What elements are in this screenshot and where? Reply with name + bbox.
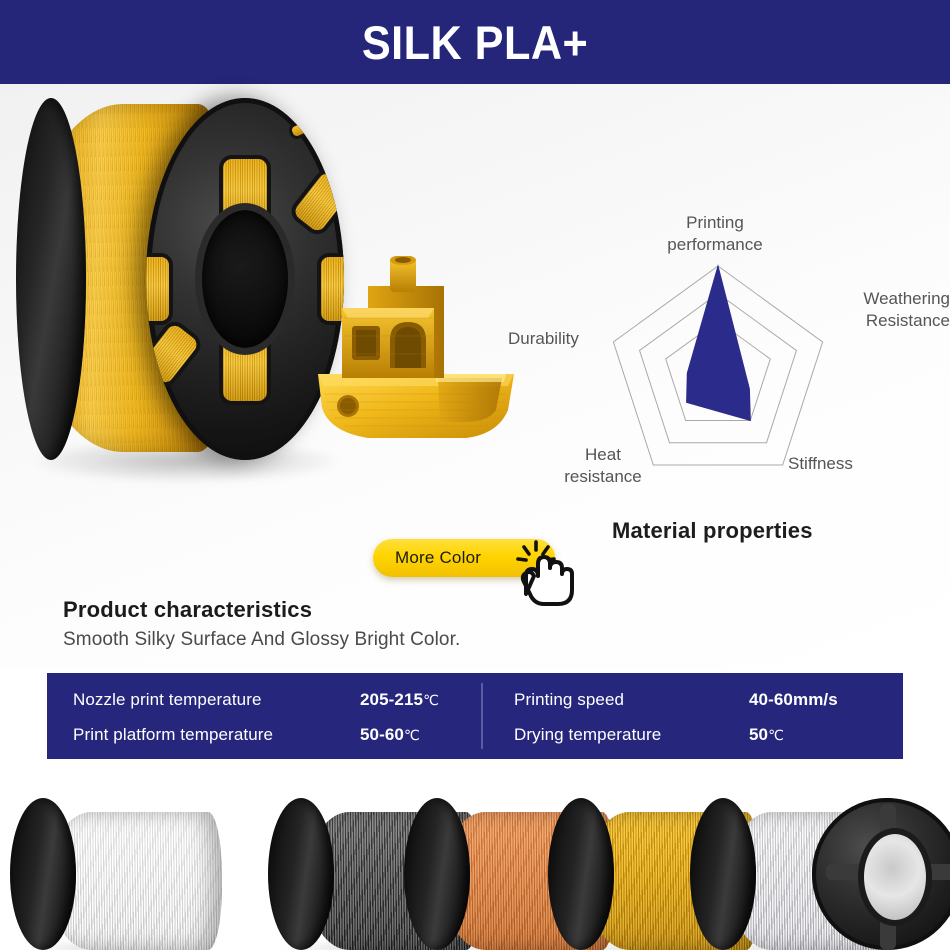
header-banner: SILK PLA+ — [0, 0, 950, 84]
click-cursor-icon — [512, 536, 576, 606]
spoke — [321, 257, 344, 321]
spoke — [880, 804, 896, 842]
spec-table-divider — [481, 683, 483, 749]
spool-flange — [10, 798, 76, 950]
spool-flange — [690, 798, 756, 950]
spool-flange — [404, 798, 470, 950]
product-characteristics-heading: Product characteristics — [63, 597, 313, 622]
spool-hub — [864, 834, 926, 920]
spec-value-platform-temp: 50-60℃ — [360, 725, 420, 744]
more-color-label: More Color — [395, 548, 482, 567]
color-variants-strip — [0, 790, 950, 950]
product-spool-image — [16, 90, 348, 500]
spoke — [146, 257, 169, 321]
spec-label-nozzle-temp: Nozzle print temperature — [73, 690, 262, 709]
radar-label-printing-performance: Printing performance — [667, 213, 763, 255]
degree-unit: ℃ — [423, 692, 439, 708]
specification-table: Nozzle print temperature 205-215℃ Print … — [47, 673, 903, 759]
hero-section: More Color — [0, 84, 950, 736]
more-color-button[interactable]: More Color — [373, 539, 555, 577]
spool-left-flange — [16, 98, 86, 460]
radar-label-weathering-resistance: Weathering Resistance — [863, 289, 950, 331]
spool-flange-face — [812, 798, 950, 950]
spool-flange — [548, 798, 614, 950]
degree-unit: ℃ — [403, 727, 420, 743]
product-characteristics-description: Smooth Silky Surface And Glossy Bright C… — [63, 629, 461, 650]
spec-label-platform-temp: Print platform temperature — [73, 725, 274, 744]
spool-flange — [268, 798, 334, 950]
radar-label-durability: Durability — [508, 329, 579, 348]
radar-label-heat-resistance: Heat resistance — [564, 445, 642, 487]
radar-label-stiffness: Stiffness — [788, 454, 853, 473]
spec-value-printing-speed: 40-60mm/s — [749, 690, 838, 709]
spool-right-flange — [146, 98, 344, 460]
benchy-boat-image — [316, 256, 544, 456]
spoke — [826, 864, 866, 880]
degree-unit: ℃ — [768, 727, 784, 743]
spec-value-drying-temp: 50℃ — [749, 725, 784, 744]
page-title: SILK PLA+ — [361, 15, 589, 69]
spec-label-printing-speed: Printing speed — [514, 690, 625, 709]
spoke — [924, 864, 950, 880]
spoke — [291, 170, 344, 234]
material-properties-radar-chart: Printing performance Weathering Resistan… — [500, 206, 950, 506]
spool-hub — [202, 210, 288, 348]
spec-value-nozzle-temp: 205-215℃ — [360, 690, 439, 709]
color-spool-copper — [404, 790, 616, 950]
filament-winding — [50, 812, 222, 950]
color-spool-white — [10, 790, 222, 950]
filament-end-clip — [290, 120, 312, 138]
spoke — [880, 912, 896, 950]
radar-data-area — [686, 264, 751, 422]
spool-body — [16, 98, 344, 460]
radar-chart-title: Material properties — [612, 518, 813, 543]
spoke — [146, 322, 201, 386]
spec-label-drying-temp: Drying temperature — [514, 725, 662, 744]
